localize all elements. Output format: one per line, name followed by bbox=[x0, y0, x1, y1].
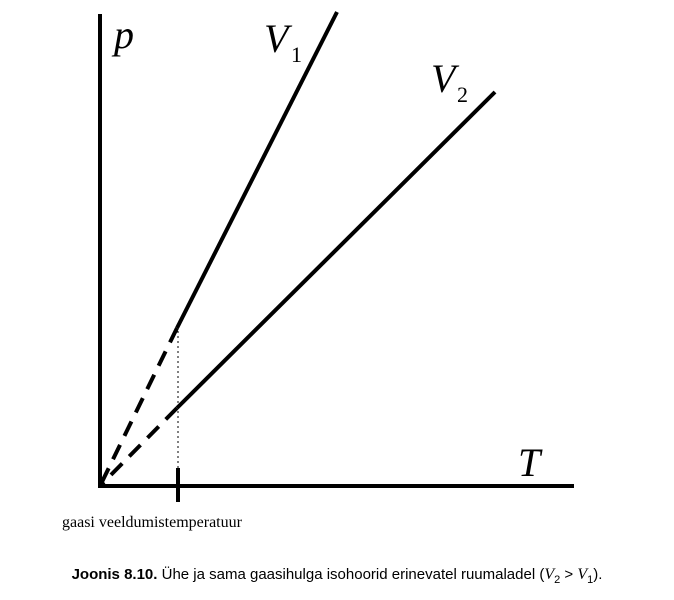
caption-v1: V bbox=[577, 566, 588, 583]
isochore-v1-extrapolation bbox=[98, 327, 179, 487]
caption-v2: V bbox=[544, 566, 555, 583]
v1-subscript: 1 bbox=[291, 42, 302, 67]
caption-gt: > bbox=[560, 566, 578, 583]
v1-label: V bbox=[264, 16, 293, 61]
isochore-v2-extrapolation bbox=[98, 406, 179, 488]
figure-caption: Joonis 8.10. Ühe ja sama gaasihulga isoh… bbox=[0, 566, 674, 586]
caption-v1-sub: 1 bbox=[587, 574, 594, 586]
caption-text: Ühe ja sama gaasihulga isohoorid erineva… bbox=[157, 566, 545, 583]
caption-end: ). bbox=[593, 566, 603, 583]
v2-label: V bbox=[431, 56, 460, 101]
isochore-v2-line bbox=[175, 90, 497, 410]
v2-subscript: 2 bbox=[457, 82, 468, 107]
isochore-v1-line bbox=[175, 11, 339, 329]
x-axis-label: T bbox=[518, 440, 543, 485]
caption-number: Joonis 8.10. bbox=[71, 566, 158, 583]
caption-v2-sub: 2 bbox=[554, 574, 561, 586]
liquefaction-temperature-label: gaasi veeldumistemperatuur bbox=[62, 514, 243, 531]
y-axis-label: p bbox=[111, 12, 134, 57]
